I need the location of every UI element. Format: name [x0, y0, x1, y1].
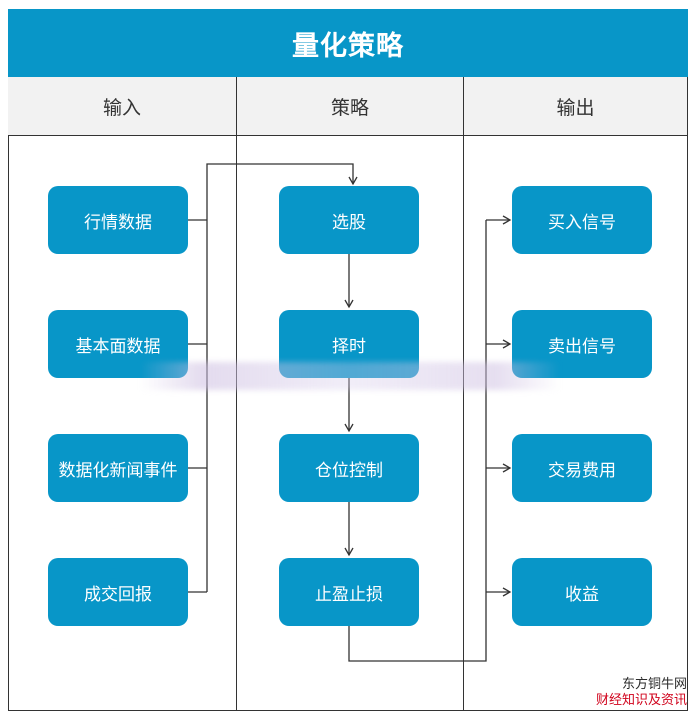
output-node-buy-signal: 买入信号: [512, 186, 652, 254]
input-node-market-data: 行情数据: [48, 186, 188, 254]
watermark-site-name: 东方铜牛网: [621, 677, 687, 692]
output-node-trading-fees: 交易费用: [512, 434, 652, 502]
column-header-output: 输出: [464, 77, 687, 135]
input-node-news-events: 数据化新闻事件: [48, 434, 188, 502]
strategy-node-stop-profit-loss: 止盈止损: [279, 558, 419, 626]
input-node-fundamental-data: 基本面数据: [48, 310, 188, 378]
strategy-node-position-control: 仓位控制: [279, 434, 419, 502]
output-node-returns: 收益: [512, 558, 652, 626]
input-node-trade-report: 成交回报: [48, 558, 188, 626]
watermark: 东方铜牛网 财经知识及资讯: [596, 677, 687, 709]
column-header-input: 输入: [8, 77, 236, 135]
output-node-sell-signal: 卖出信号: [512, 310, 652, 378]
output-connector: [348, 215, 512, 662]
strategy-node-timing: 择时: [279, 310, 419, 378]
diagram-title: 量化策略: [8, 9, 688, 77]
column-header-strategy: 策略: [237, 77, 463, 135]
diagram-frame: 量化策略 输入 策略 输出 行情数据 基本面数据 数据化新闻事件 成交回报 选股…: [8, 9, 688, 711]
watermark-tagline: 财经知识及资讯: [595, 693, 687, 708]
strategy-node-stock-selection: 选股: [279, 186, 419, 254]
